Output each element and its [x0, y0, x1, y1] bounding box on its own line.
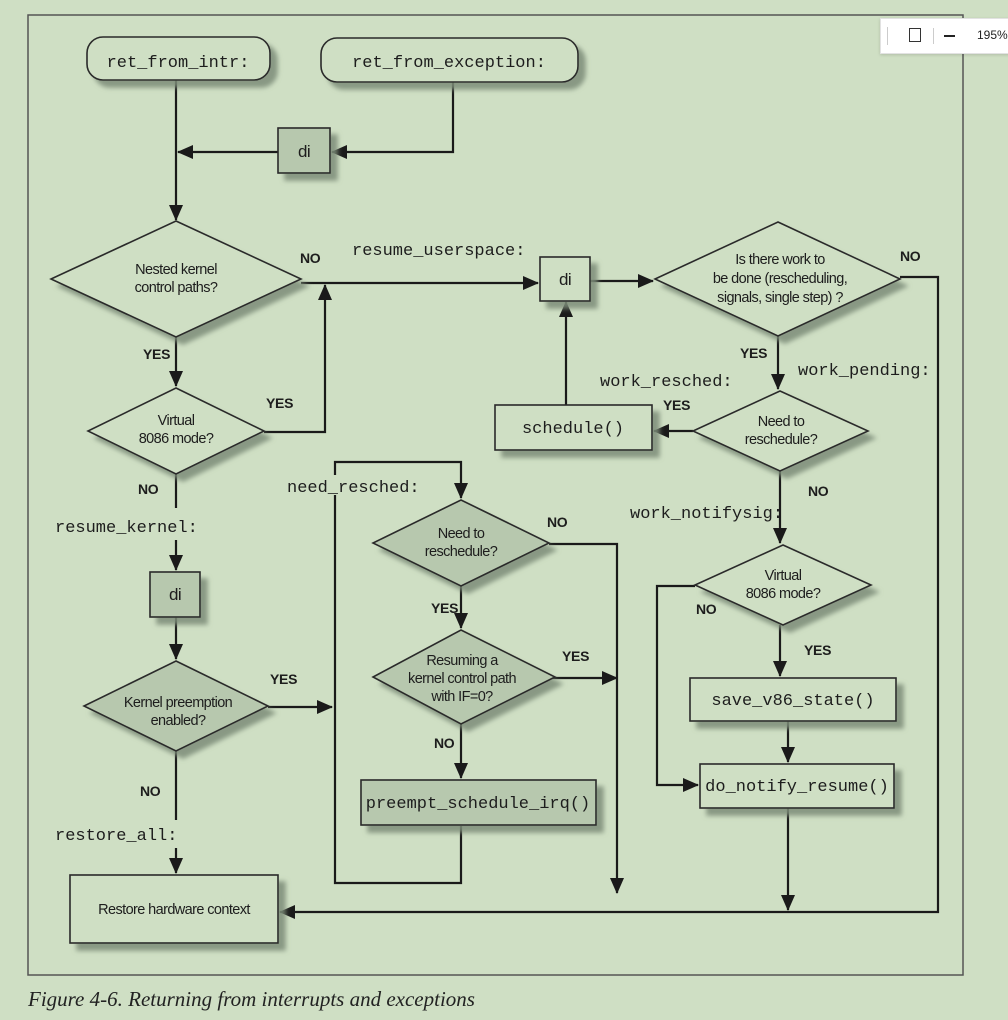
- svg-text:YES: YES: [663, 397, 690, 413]
- label-work-resched: work_resched:: [600, 373, 733, 392]
- svg-text:YES: YES: [562, 648, 589, 664]
- di-label: di: [169, 585, 181, 604]
- save-v86-state-box: save_v86_state(): [689, 677, 897, 722]
- entry-ret-from-exception: ret_from_exception:: [320, 37, 579, 83]
- do-notify-resume-box: do_notify_resume(): [699, 763, 895, 809]
- zoom-level[interactable]: 195%: [977, 28, 1008, 42]
- label-work-pending: work_pending:: [798, 362, 931, 381]
- code-labels: resume_userspace: resume_kernel: restore…: [55, 236, 931, 846]
- svg-text:NO: NO: [900, 248, 921, 264]
- entry-label: ret_from_intr:: [107, 54, 250, 73]
- svg-text:YES: YES: [266, 395, 293, 411]
- svg-text:schedule(): schedule(): [522, 420, 624, 439]
- minus-icon[interactable]: [944, 35, 955, 37]
- svg-text:Restore hardware context: Restore hardware context: [98, 902, 250, 918]
- label-work-notifysig: work_notifysig:: [630, 505, 783, 524]
- di-label: di: [559, 270, 571, 289]
- svg-text:NO: NO: [434, 735, 455, 751]
- svg-text:NO: NO: [140, 783, 161, 799]
- svg-text:NO: NO: [300, 250, 321, 266]
- di-box-kernel: di: [149, 571, 201, 618]
- svg-text:NO: NO: [808, 483, 829, 499]
- svg-text:preempt_schedule_irq(): preempt_schedule_irq(): [366, 795, 590, 814]
- fit-page-icon[interactable]: [909, 28, 921, 42]
- label-restore-all: restore_all:: [55, 827, 177, 846]
- di-box-top: di: [277, 127, 331, 174]
- svg-text:NO: NO: [547, 514, 568, 530]
- svg-text:YES: YES: [740, 345, 767, 361]
- figure-caption: Figure 4-6. Returning from interrupts an…: [27, 987, 475, 1011]
- divider: [887, 27, 888, 45]
- divider: [933, 28, 934, 44]
- svg-text:save_v86_state(): save_v86_state(): [711, 692, 874, 711]
- svg-text:YES: YES: [270, 671, 297, 687]
- entry-ret-from-intr: ret_from_intr:: [86, 36, 271, 81]
- svg-text:NO: NO: [696, 601, 717, 617]
- restore-hardware-context-box: Restore hardware context: [69, 874, 279, 944]
- svg-text:do_notify_resume(): do_notify_resume(): [705, 778, 889, 797]
- preempt-schedule-irq-box: preempt_schedule_irq(): [360, 779, 597, 826]
- schedule-box: schedule(): [494, 404, 653, 451]
- svg-text:YES: YES: [431, 600, 458, 616]
- label-resume-kernel: resume_kernel:: [55, 519, 198, 538]
- svg-text:YES: YES: [804, 642, 831, 658]
- viewer-toolbar: 195%: [880, 18, 1008, 54]
- di-box-userspace: di: [539, 256, 591, 302]
- label-resume-userspace: resume_userspace:: [352, 242, 525, 261]
- di-label: di: [298, 142, 310, 161]
- svg-text:NO: NO: [138, 481, 159, 497]
- connectors: [169, 80, 940, 919]
- label-need-resched: need_resched:: [287, 479, 420, 498]
- branch-labels: NO YES YES NO YES NO NO YES YES NO NO YE…: [138, 248, 921, 799]
- entry-label: ret_from_exception:: [352, 54, 546, 73]
- svg-text:YES: YES: [143, 346, 170, 362]
